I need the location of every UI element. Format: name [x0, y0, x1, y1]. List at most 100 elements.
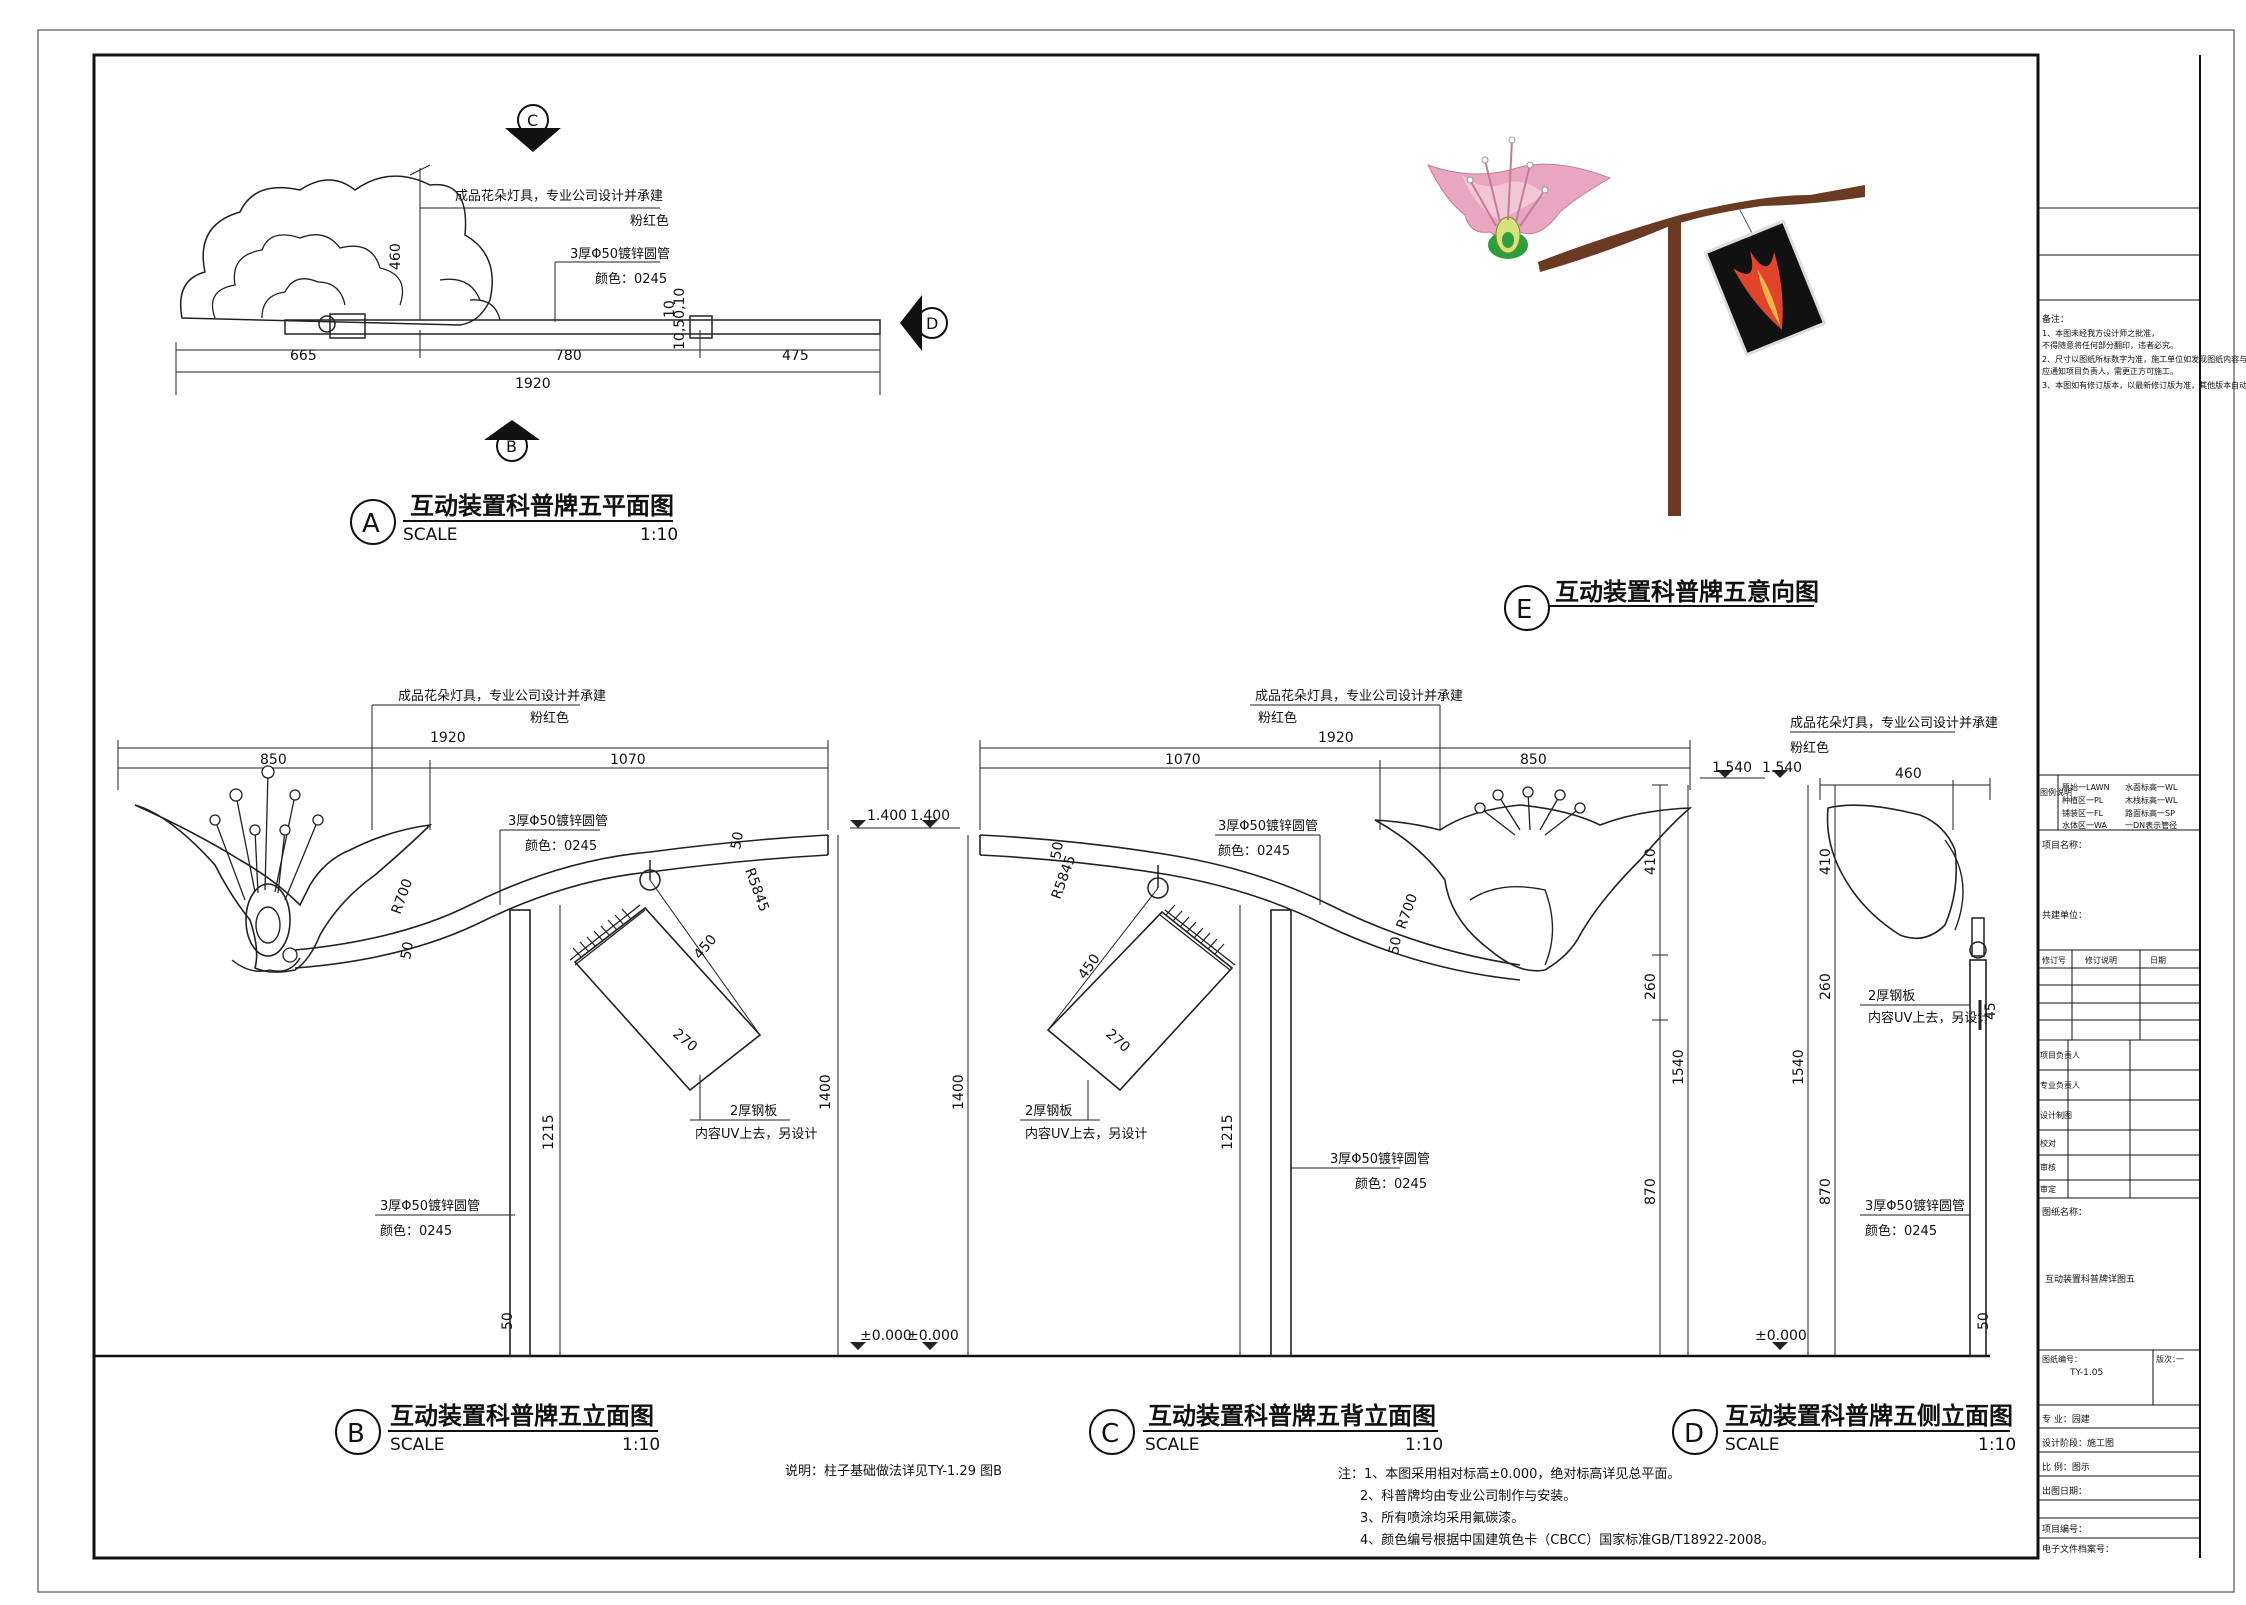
- svg-text:互动装置科普牌五侧立面图: 互动装置科普牌五侧立面图: [1725, 1402, 2013, 1430]
- plan-view-a: 665 780 475 1920 460 10 10,50,10 成品花朵灯具，…: [175, 104, 948, 462]
- svg-text:成品花朵灯具，专业公司设计并承建: 成品花朵灯具，专业公司设计并承建: [1790, 715, 1998, 731]
- svg-text:颜色：0245: 颜色：0245: [1355, 1176, 1427, 1192]
- svg-text:270: 270: [1102, 1026, 1133, 1056]
- svg-text:互动装置科普牌五背立面图: 互动装置科普牌五背立面图: [1148, 1402, 1436, 1430]
- svg-text:成品花朵灯具，专业公司设计并承建: 成品花朵灯具，专业公司设计并承建: [398, 688, 606, 704]
- svg-text:D: D: [1684, 1419, 1704, 1449]
- svg-text:SCALE: SCALE: [403, 525, 458, 545]
- svg-text:设计阶段：施工图: 设计阶段：施工图: [2042, 1437, 2114, 1449]
- view-title-c: C 互动装置科普牌五背立面图 SCALE 1:10: [1089, 1402, 1443, 1455]
- svg-text:850: 850: [260, 752, 287, 768]
- post-d: [1969, 959, 1987, 1357]
- dim-1920: 1920: [515, 376, 551, 392]
- svg-text:TY-1.05: TY-1.05: [2069, 1368, 2103, 1378]
- svg-text:专业负责人: 专业负责人: [2040, 1080, 2080, 1090]
- svg-text:一: 一: [2176, 1355, 2184, 1364]
- plan-pipe-color: 颜色：0245: [595, 271, 667, 287]
- svg-text:3厚Φ50镀锌圆管: 3厚Φ50镀锌圆管: [1865, 1198, 1965, 1214]
- svg-text:±0.000: ±0.000: [860, 1328, 912, 1344]
- svg-text:3厚Φ50镀锌圆管: 3厚Φ50镀锌圆管: [380, 1198, 480, 1214]
- svg-text:2厚钢板: 2厚钢板: [1025, 1104, 1072, 1119]
- svg-text:1.540: 1.540: [1712, 760, 1752, 776]
- svg-text:专 业：园建: 专 业：园建: [2042, 1413, 2090, 1425]
- svg-text:E: E: [1516, 595, 1532, 625]
- svg-text:1:10: 1:10: [640, 525, 678, 545]
- branch: [1538, 185, 1865, 272]
- dim-10-50-10: 10,50,10: [672, 288, 688, 350]
- svg-text:原始一LAWN: 原始一LAWN: [2062, 782, 2110, 792]
- svg-text:260: 260: [1643, 973, 1659, 1000]
- dim-460: 460: [388, 243, 404, 270]
- svg-text:粉红色: 粉红色: [1790, 740, 1829, 756]
- svg-text:1070: 1070: [610, 752, 646, 768]
- plan-callout-color: 粉红色: [630, 213, 669, 229]
- svg-text:注：1、本图采用相对标高±0.000，绝对标高详见总平面。: 注：1、本图采用相对标高±0.000，绝对标高详见总平面。: [1338, 1466, 1680, 1482]
- svg-text:应通知项目负责人，需更正方可施工。: 应通知项目负责人，需更正方可施工。: [2042, 366, 2178, 376]
- svg-text:870: 870: [1818, 1178, 1834, 1205]
- svg-text:3、本图如有修订版本，以最新修订版为准，其他版本自动作废。: 3、本图如有修订版本，以最新修订版为准，其他版本自动作废。: [2042, 380, 2246, 390]
- svg-text:B: B: [506, 437, 517, 456]
- svg-text:R5845: R5845: [741, 866, 772, 914]
- svg-text:3厚Φ50镀锌圆管: 3厚Φ50镀锌圆管: [1218, 818, 1318, 834]
- svg-text:2、尺寸以图纸所标数字为准，施工单位如发现图纸内容与现场有矛: 2、尺寸以图纸所标数字为准，施工单位如发现图纸内容与现场有矛盾之处，: [2042, 354, 2246, 364]
- svg-text:设计制图: 设计制图: [2040, 1110, 2072, 1120]
- svg-text:日期: 日期: [2150, 956, 2166, 965]
- plan-pipe-spec: 3厚Φ50镀锌圆管: [570, 246, 670, 262]
- svg-text:270: 270: [669, 1026, 700, 1055]
- svg-text:互动装置科普牌五立面图: 互动装置科普牌五立面图: [390, 1402, 654, 1430]
- svg-text:审定: 审定: [2040, 1184, 2056, 1194]
- title-block: 备注： 1、本图未经我方设计师之批准， 不得随意将任何部分翻印，违者必究。 2、…: [2038, 55, 2246, 1558]
- svg-text:410: 410: [1643, 848, 1659, 875]
- svg-text:50: 50: [728, 830, 747, 850]
- svg-text:1540: 1540: [1671, 1049, 1687, 1085]
- svg-text:颜色：0245: 颜色：0245: [1865, 1223, 1937, 1239]
- svg-text:±0.000: ±0.000: [1755, 1328, 1807, 1344]
- svg-text:铺装区一FL: 铺装区一FL: [2062, 808, 2104, 818]
- post-b: [509, 909, 531, 1357]
- svg-text:850: 850: [1520, 752, 1547, 768]
- svg-text:1:10: 1:10: [622, 1435, 660, 1455]
- svg-text:图纸名称：: 图纸名称：: [2042, 1206, 2087, 1218]
- svg-text:±0.000: ±0.000: [907, 1328, 959, 1344]
- svg-text:3厚Φ50镀锌圆管: 3厚Φ50镀锌圆管: [508, 813, 608, 829]
- svg-text:2厚钢板: 2厚钢板: [1868, 989, 1915, 1004]
- svg-text:1、本图未经我方设计师之批准，: 1、本图未经我方设计师之批准，: [2042, 328, 2159, 338]
- svg-text:备注：: 备注：: [2042, 313, 2069, 325]
- svg-text:870: 870: [1643, 1178, 1659, 1205]
- svg-text:1215: 1215: [541, 1114, 557, 1150]
- svg-text:50: 50: [1976, 1312, 1992, 1330]
- svg-text:SCALE: SCALE: [1145, 1435, 1200, 1455]
- svg-text:D: D: [926, 314, 938, 333]
- svg-text:50: 50: [500, 1312, 516, 1330]
- svg-text:不得随意将任何部分翻印，违者必究。: 不得随意将任何部分翻印，违者必究。: [2042, 340, 2178, 350]
- svg-text:项目编号：: 项目编号：: [2042, 1523, 2087, 1535]
- svg-text:410: 410: [1818, 848, 1834, 875]
- dim-780: 780: [555, 348, 582, 364]
- svg-text:互动装置科普牌五平面图: 互动装置科普牌五平面图: [410, 492, 674, 520]
- svg-text:水面标高一WL: 水面标高一WL: [2125, 782, 2178, 792]
- svg-text:50: 50: [398, 940, 417, 960]
- svg-text:项目名称：: 项目名称：: [2042, 839, 2087, 851]
- view-title-b: B 互动装置科普牌五立面图 SCALE 1:10: [335, 1402, 660, 1455]
- svg-text:1.540: 1.540: [1762, 760, 1802, 776]
- svg-text:内容UV上去，另设计: 内容UV上去，另设计: [1025, 1126, 1147, 1142]
- svg-text:2厚钢板: 2厚钢板: [730, 1104, 777, 1119]
- svg-text:1:10: 1:10: [1978, 1435, 2016, 1455]
- foundation-footnote: 说明：柱子基础做法详见TY-1.29 图B: [785, 1464, 1002, 1479]
- elevation-b: 1920 850 1070 450 27: [117, 688, 912, 1357]
- svg-text:450: 450: [691, 932, 720, 963]
- outer-border: [37, 29, 2235, 1593]
- svg-text:3、所有喷涂均采用氟碳漆。: 3、所有喷涂均采用氟碳漆。: [1360, 1510, 1524, 1526]
- svg-text:460: 460: [1895, 766, 1922, 782]
- svg-text:SCALE: SCALE: [390, 1435, 445, 1455]
- svg-text:内容UV上去，另设计: 内容UV上去，另设计: [695, 1126, 817, 1142]
- svg-text:粉红色: 粉红色: [1258, 710, 1297, 726]
- section-marker-b: B: [484, 420, 540, 462]
- svg-text:互动装置科普牌五意向图: 互动装置科普牌五意向图: [1555, 578, 1819, 606]
- svg-text:修订号: 修订号: [2042, 955, 2066, 965]
- svg-text:颜色：0245: 颜色：0245: [1218, 843, 1290, 859]
- svg-text:成品花朵灯具，专业公司设计并承建: 成品花朵灯具，专业公司设计并承建: [1255, 688, 1463, 704]
- board-flower-graphic: [1733, 250, 1783, 330]
- svg-text:修订说明: 修订说明: [2085, 955, 2117, 965]
